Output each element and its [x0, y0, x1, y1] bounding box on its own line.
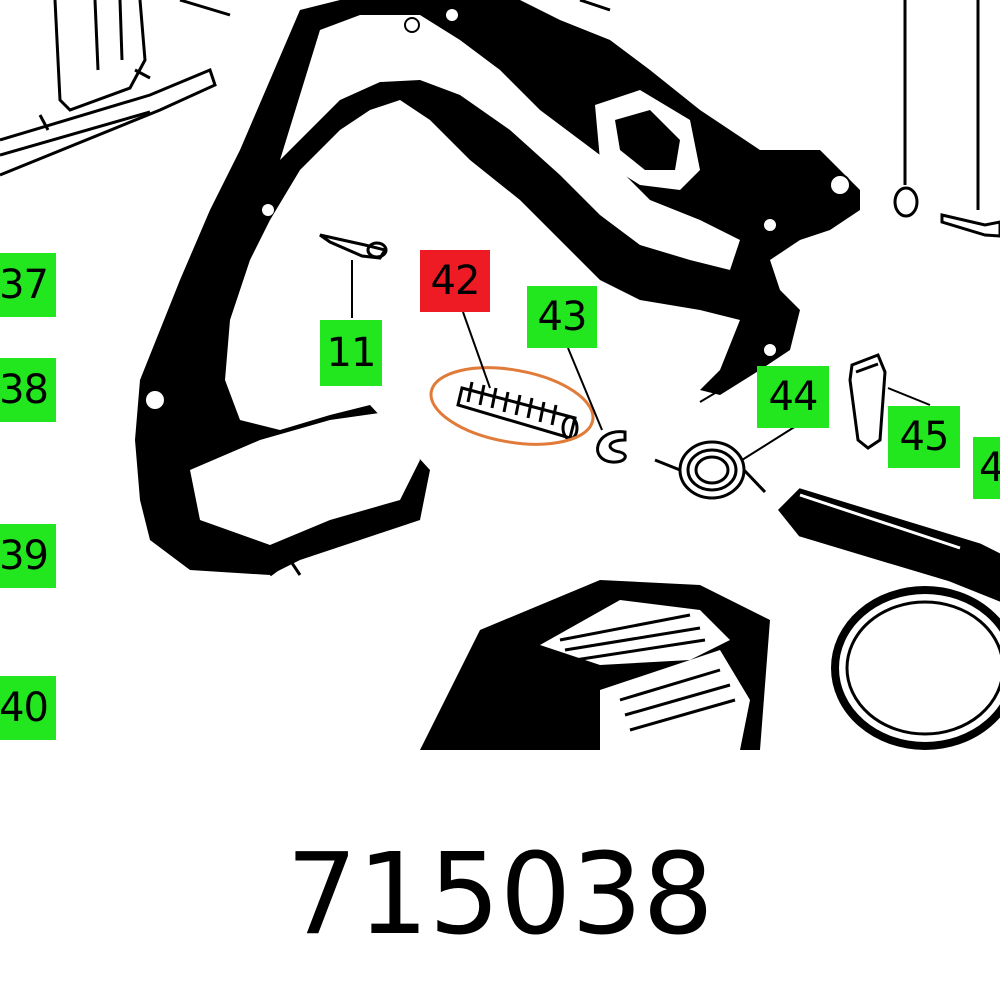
- callout-label-11: 11: [320, 320, 382, 386]
- lever-part-45: [848, 353, 887, 450]
- highlight-ring: [429, 366, 595, 446]
- leader-lines: [351, 260, 931, 461]
- clip-part-43: [596, 430, 627, 464]
- parts-drawing: [0, 0, 1000, 750]
- callout-label-46-partial: 4: [973, 437, 1000, 499]
- callout-label-44: 44: [757, 366, 829, 428]
- torsion-spring-part-44: [654, 440, 767, 500]
- exploded-parts-diagram: 37 38 39 40 11 42 43 44 45 4: [0, 0, 1000, 750]
- callout-label-43: 43: [527, 286, 597, 348]
- callout-label-40: 40: [0, 676, 56, 740]
- spring-part-42: [456, 381, 579, 441]
- callout-label-38: 38: [0, 358, 56, 422]
- blade-guard: [777, 488, 1000, 750]
- callout-label-39: 39: [0, 524, 56, 588]
- pin-part-11: [319, 233, 388, 260]
- callout-label-42: 42: [420, 250, 490, 312]
- callout-label-37: 37: [0, 253, 56, 317]
- part-number: 715038: [286, 830, 714, 960]
- motor-housing: [420, 580, 770, 750]
- bracket-part: [0, 0, 217, 177]
- callout-label-45: 45: [888, 406, 960, 468]
- handle-frame: [135, 0, 860, 577]
- washer-and-screw: [893, 0, 1000, 238]
